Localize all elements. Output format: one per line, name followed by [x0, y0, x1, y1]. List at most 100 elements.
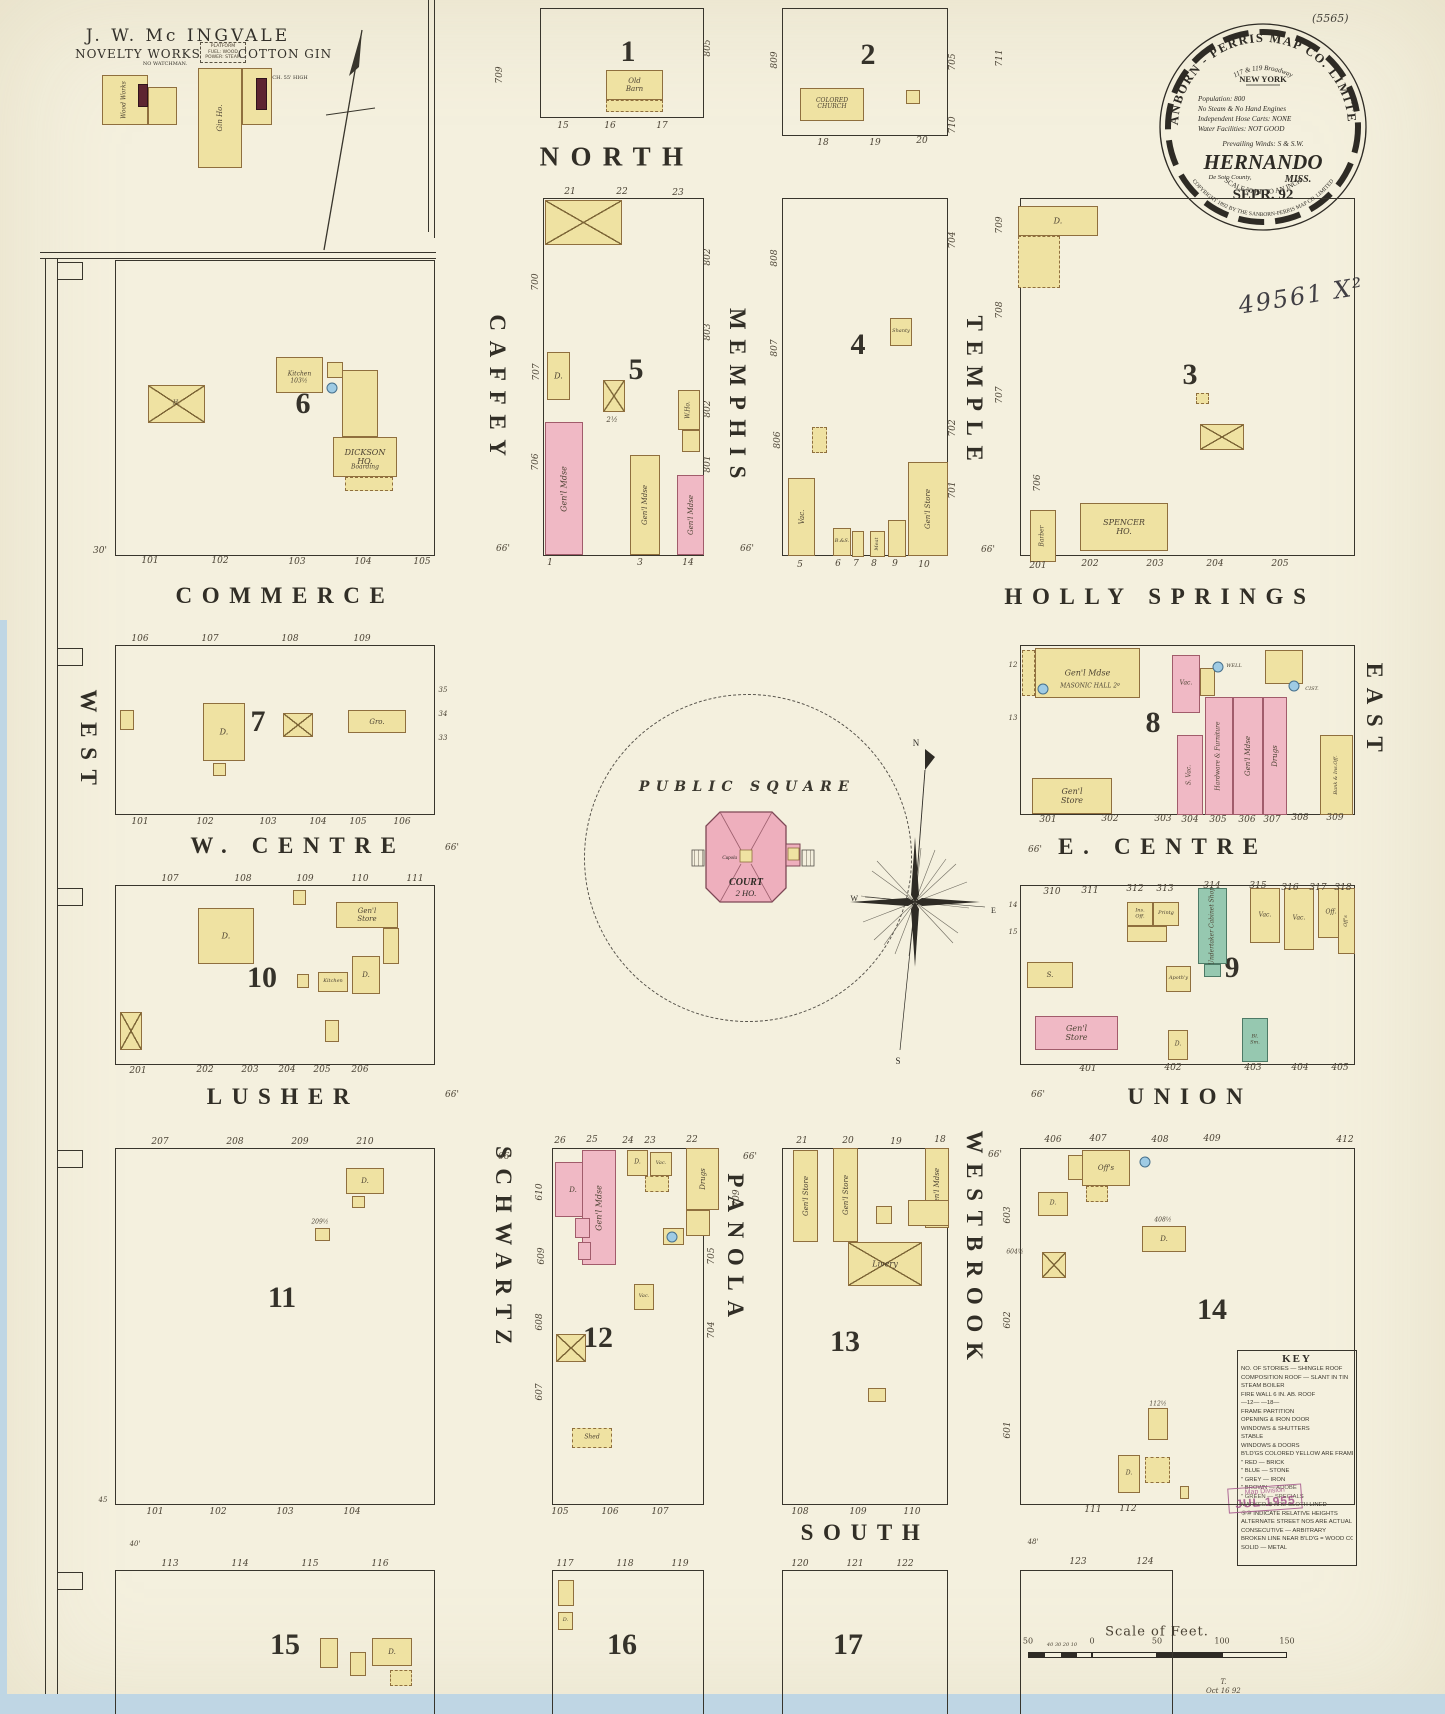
compass-rose-icon: N S W E [850, 738, 996, 1066]
street-label-memphis: MEMPHIS [725, 307, 750, 489]
building-label: Gro. [369, 717, 385, 726]
building-label: Vac. [1179, 679, 1193, 687]
building: Bank & Ins.Off. [1320, 735, 1353, 815]
building: Drugs [686, 1148, 719, 1210]
building-label: S. [1046, 970, 1054, 979]
building [1196, 393, 1209, 404]
map-text: 404 [1291, 1063, 1309, 1073]
map-text: 5 [797, 560, 803, 570]
map-text: 102 [211, 556, 229, 566]
map-text: 412 [1336, 1135, 1354, 1145]
building-label: Vac. [797, 509, 806, 525]
inset-border [428, 0, 429, 232]
building: Gen'l Store [793, 1150, 818, 1242]
building-label: Ins. Off. [1135, 907, 1145, 919]
building: Gen'l Store [1035, 1016, 1118, 1050]
key-row: CONSECUTIVE — ARBITRARY [1241, 1527, 1326, 1534]
building-label: Apoth'y [1168, 975, 1189, 982]
compass-north-label: N [913, 738, 920, 748]
map-text: 40' [129, 1540, 141, 1548]
map-text: 20 [842, 1136, 854, 1146]
map-text: 405 [1331, 1063, 1349, 1073]
map-text: 1 [547, 558, 553, 568]
well-cistern-dot [326, 382, 338, 394]
building [645, 1176, 669, 1192]
map-text: 16 [604, 121, 616, 131]
well-cistern-dot [1212, 661, 1224, 673]
map-text: CIST. [1305, 686, 1319, 692]
building: D. [558, 1612, 573, 1630]
scale-tick-label: 0 [1089, 1636, 1095, 1646]
seal-water-facilities: Water Facilities: NOT GOOD [1198, 125, 1285, 133]
map-text: 2½ [606, 416, 618, 424]
building [876, 1206, 892, 1224]
map-text: 206 [351, 1065, 369, 1075]
building [868, 1388, 886, 1402]
building [686, 1210, 710, 1236]
building [888, 520, 906, 557]
street-label-e-centre: E. CENTRE [1058, 834, 1268, 859]
street-label-lusher: LUSHER [206, 1084, 360, 1109]
map-text: 402 [1164, 1063, 1182, 1073]
building-label: Old Barn [625, 76, 644, 93]
map-text: 801 [703, 455, 713, 473]
block-outline [115, 1148, 435, 1505]
map-text: 105 [349, 817, 367, 827]
map-text: 105 [551, 1507, 569, 1517]
building [315, 1228, 330, 1241]
map-text: 107 [161, 874, 179, 884]
inset-border [40, 258, 436, 259]
street-label-west: WEST [76, 689, 101, 795]
map-text: 120 [791, 1559, 809, 1569]
north-arrow-icon [323, 29, 376, 251]
map-text: 66' [1028, 845, 1042, 855]
building-label: Barber [1038, 525, 1046, 547]
building: Printg [1153, 902, 1179, 926]
scale-tick-label: 100 [1214, 1636, 1230, 1646]
map-text: 103 [288, 557, 306, 567]
compass-west-label: W [850, 894, 858, 903]
key-row: ″ GREY — IRON [1241, 1476, 1286, 1483]
building [1204, 964, 1221, 977]
map-text: 114 [231, 1559, 249, 1569]
building-label: Undertaker Cabinet Shop [1208, 886, 1216, 966]
building: W.Ho. [678, 390, 700, 430]
map-text: 607 [535, 1383, 545, 1401]
map-text: 209½ [311, 1218, 329, 1226]
map-text: 66' [1031, 1090, 1045, 1100]
building: Off's [1082, 1150, 1130, 1186]
building: DICKSON HO. [333, 437, 397, 477]
public-square-boundary [584, 694, 912, 1022]
map-text: 704 [707, 1321, 717, 1339]
building [327, 362, 343, 378]
street-label-south: SOUTH [800, 1520, 930, 1545]
block-number: 16 [607, 1628, 637, 1661]
street-label-union: UNION [1127, 1084, 1253, 1109]
building: Apoth'y [1166, 966, 1191, 992]
seal-state: MISS. [1284, 174, 1311, 185]
building-label: Gen'l Mdse [594, 1184, 604, 1231]
building: S. Vac. [1177, 735, 1203, 815]
building: Gen'l Store [833, 1148, 858, 1242]
block-number: 14 [1197, 1293, 1227, 1326]
map-text: 24 [622, 1136, 634, 1146]
map-text: WELL [1226, 663, 1242, 669]
building [350, 1652, 366, 1676]
building-label: D. [221, 931, 231, 941]
building: Gen'l Mdse [545, 422, 583, 555]
building-label: D. [219, 727, 229, 737]
inset-cotton-gin-label: COTTON GIN [237, 47, 333, 61]
map-text: 602 [1003, 1311, 1013, 1329]
map-text: 22 [616, 187, 628, 197]
map-text: 12 [1008, 661, 1018, 669]
building-label: D. [562, 1617, 569, 1624]
building: SPENCER HO. [1080, 503, 1168, 551]
well-cistern-dot [666, 1231, 678, 1243]
building-label: Printg [1158, 910, 1174, 917]
building [1200, 668, 1215, 696]
building: Vac. [1172, 655, 1200, 713]
scale-tick-label: 50 [1151, 1636, 1163, 1646]
building-label: Gen'l Store [1065, 1023, 1088, 1042]
map-text: 45 [98, 1496, 108, 1504]
